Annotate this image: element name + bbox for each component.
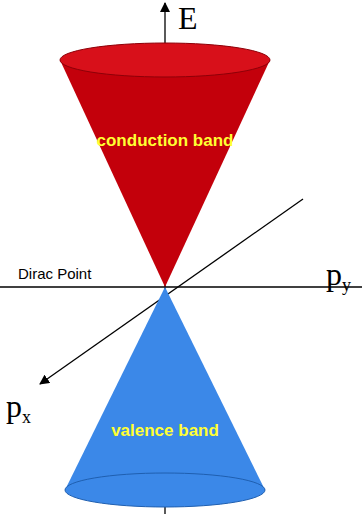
py-axis xyxy=(0,286,362,287)
axis-label: E xyxy=(178,0,198,37)
band-label: conduction band xyxy=(95,130,235,151)
valence-cone: valence band xyxy=(60,287,270,513)
axis-label: py xyxy=(326,256,351,296)
point-label: Dirac Point xyxy=(18,265,91,282)
conduction-cone: conduction band xyxy=(55,40,275,290)
cone-shape xyxy=(60,287,270,513)
band-label: valence band xyxy=(95,420,235,441)
axis-label: px xyxy=(6,388,31,428)
cone-shape xyxy=(55,40,275,290)
